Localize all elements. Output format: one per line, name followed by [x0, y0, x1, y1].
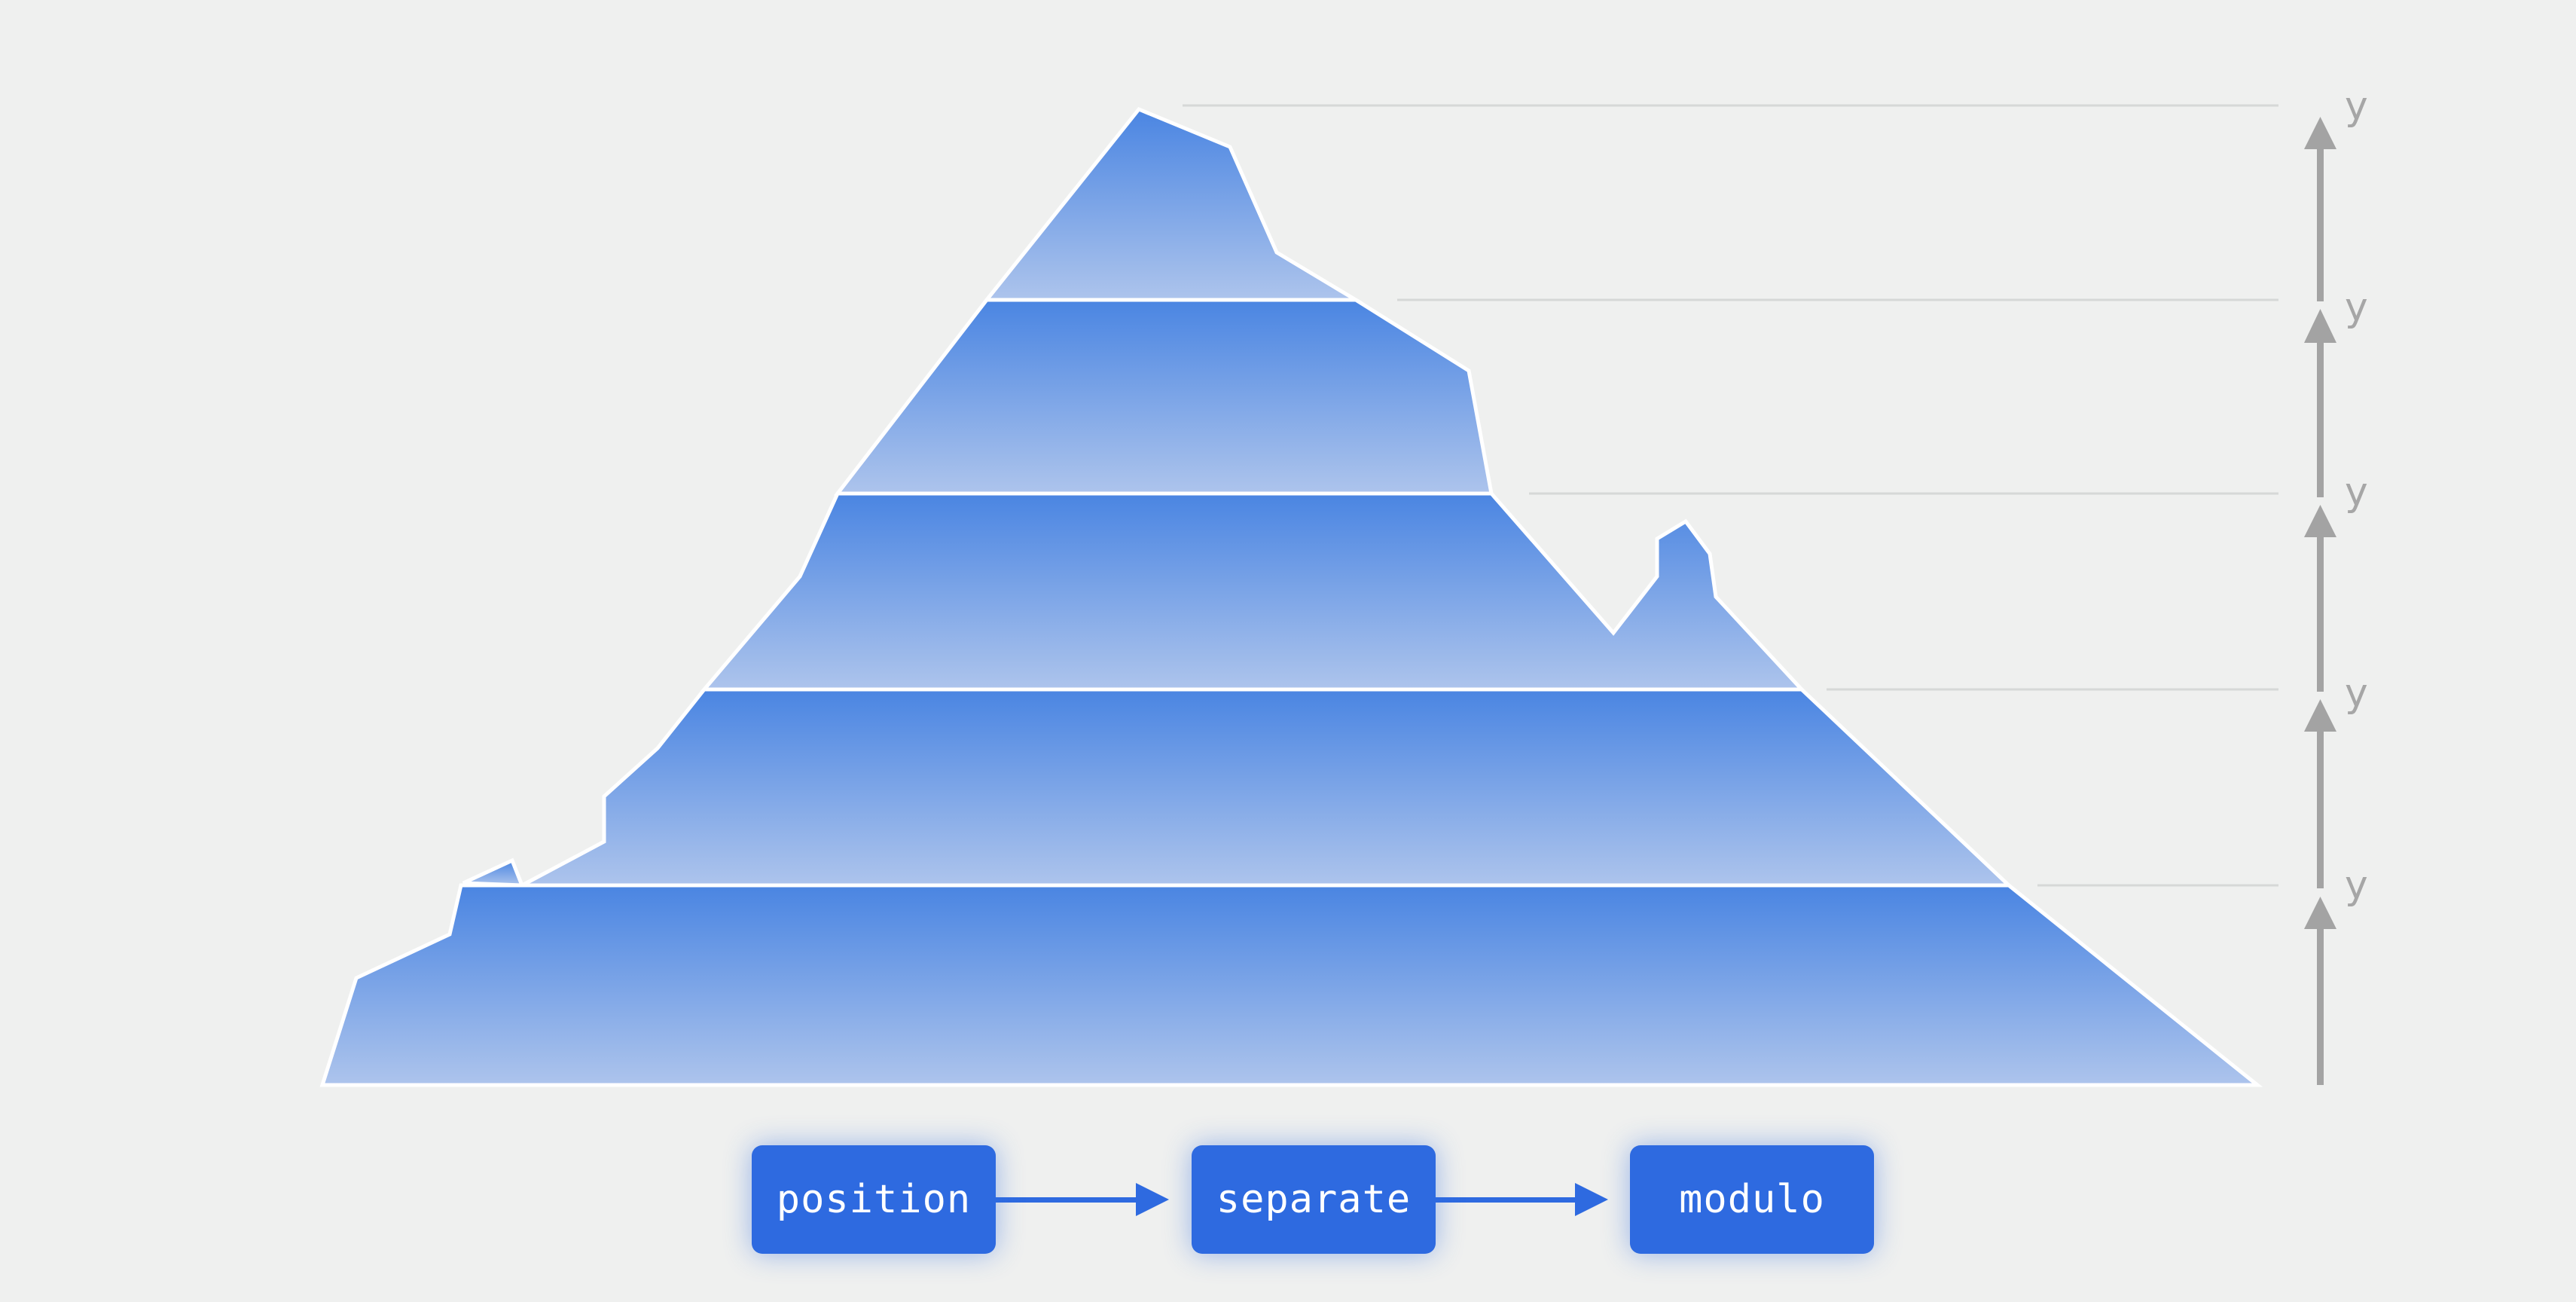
axis-shaft	[2317, 729, 2324, 888]
step-label: modulo	[1679, 1177, 1825, 1222]
step-position: position	[752, 1145, 996, 1254]
axis-label-y: y	[2345, 671, 2368, 716]
step-label: separate	[1216, 1177, 1412, 1222]
right-arrow-icon	[1575, 1183, 1608, 1216]
axis-label-y: y	[2345, 285, 2368, 330]
terrain-band-4	[520, 687, 2014, 888]
terrain-band-1	[982, 106, 1363, 302]
up-arrow-icon	[2304, 117, 2336, 149]
step-separate: separate	[1192, 1145, 1436, 1254]
flow-arrow-shaft	[1435, 1197, 1578, 1203]
right-arrow-icon	[1136, 1183, 1169, 1216]
up-arrow-icon	[2304, 699, 2336, 732]
terrain-band-4-outcrop	[462, 857, 525, 888]
up-arrow-icon	[2304, 309, 2336, 343]
axis-label-y: y	[2345, 469, 2368, 515]
axis-shaft	[2317, 535, 2324, 692]
up-arrow-icon	[2304, 505, 2336, 537]
axis-label-y: y	[2345, 84, 2368, 129]
up-arrow-icon	[2304, 897, 2336, 929]
step-label: position	[776, 1177, 972, 1222]
terrain-band-2	[833, 298, 1494, 496]
axis-shaft	[2317, 927, 2324, 1085]
y-axis: y y y y y	[2304, 84, 2368, 1085]
axis-shaft	[2317, 341, 2324, 497]
step-modulo: modulo	[1630, 1145, 1874, 1254]
terrain-band-5	[319, 883, 2263, 1087]
axis-label-y: y	[2345, 863, 2368, 908]
axis-shaft	[2317, 147, 2324, 301]
flow-arrow-shaft	[996, 1197, 1139, 1203]
terrain-band-3	[700, 491, 1806, 692]
